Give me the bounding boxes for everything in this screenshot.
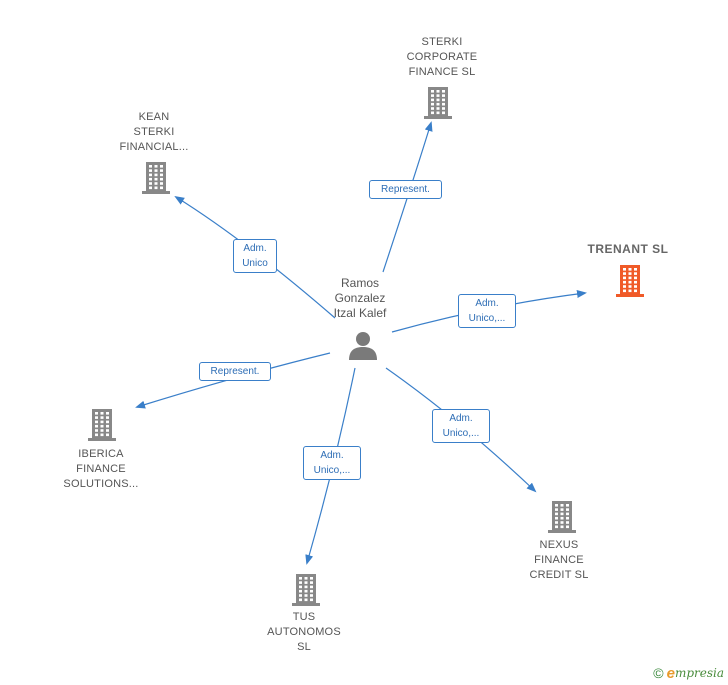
building-icon[interactable] — [422, 85, 454, 119]
edge-label-kean-sterki[interactable]: Adm. Unico — [233, 239, 277, 273]
node-label-iberica[interactable]: IBERICA FINANCE SOLUTIONS... — [63, 448, 139, 490]
copyright-symbol: © — [653, 665, 664, 681]
building-icon[interactable] — [86, 407, 118, 441]
building-icon[interactable] — [290, 572, 322, 606]
node-label-sterki-corporate[interactable]: STERKI CORPORATE FINANCE SL — [406, 36, 478, 78]
edge-label-nexus[interactable]: Adm. Unico,... — [432, 409, 490, 443]
edge-label-iberica[interactable]: Represent. — [199, 362, 271, 381]
person-icon[interactable] — [348, 330, 378, 360]
edge-label-trenant[interactable]: Adm. Unico,... — [458, 294, 516, 328]
brand-logo-text: mpresia — [674, 666, 724, 680]
center-person-label[interactable]: Ramos Gonzalez Itzal Kalef — [333, 276, 387, 320]
edge-label-sterki-corporate[interactable]: Represent. — [369, 180, 442, 199]
building-icon[interactable] — [140, 160, 172, 194]
node-label-trenant[interactable]: TRENANT SL — [587, 242, 669, 256]
node-label-nexus[interactable]: NEXUS FINANCE CREDIT SL — [529, 539, 589, 581]
brand-logo-initial: e — [666, 664, 675, 682]
building-icon[interactable] — [614, 263, 646, 297]
building-icon[interactable] — [546, 499, 578, 533]
node-label-tus-autonomos[interactable]: TUS AUTONOMOS SL — [267, 611, 341, 653]
footer-brand[interactable]: © e mpresia — [653, 663, 724, 683]
edge-label-tus-autonomos[interactable]: Adm. Unico,... — [303, 446, 361, 480]
node-label-kean-sterki[interactable]: KEAN STERKI FINANCIAL... — [119, 111, 189, 153]
